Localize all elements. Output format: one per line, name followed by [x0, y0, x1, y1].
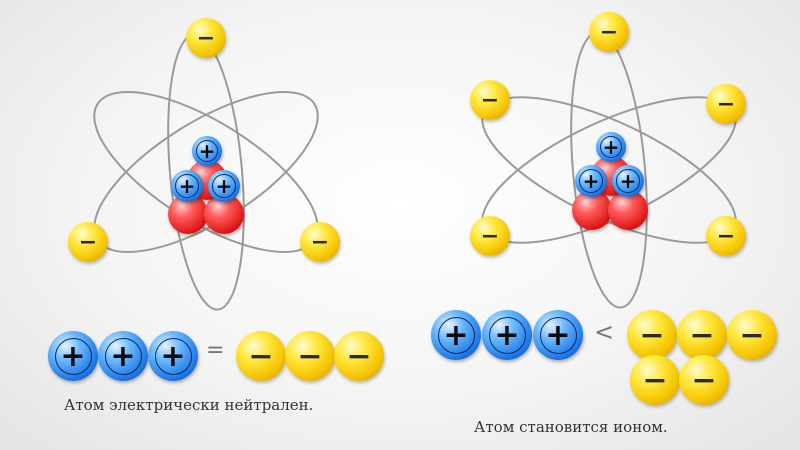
electron-charge: −	[677, 310, 727, 360]
minus-sign: −	[642, 362, 668, 398]
plus-sign: +	[602, 135, 620, 159]
minus-sign: −	[480, 223, 500, 249]
equals-sign: =	[206, 338, 225, 363]
minus-sign: −	[716, 91, 736, 117]
electron: −	[470, 216, 510, 256]
proton: +	[575, 165, 607, 197]
plus-sign: +	[215, 174, 233, 198]
plus-sign: +	[443, 317, 469, 353]
plus-sign: +	[160, 338, 186, 374]
plus-sign: +	[494, 317, 520, 353]
plus-sign: +	[198, 139, 216, 163]
minus-sign: −	[691, 362, 717, 398]
electron-charge: −	[285, 331, 335, 381]
minus-sign: −	[310, 229, 330, 255]
proton-charge: +	[48, 331, 98, 381]
electron: −	[706, 84, 746, 124]
minus-sign: −	[716, 223, 736, 249]
minus-sign: −	[689, 317, 715, 353]
plus-sign: +	[619, 169, 637, 193]
right-caption: Атом становится ионом.	[474, 418, 668, 436]
electron-charge: −	[627, 310, 677, 360]
minus-sign: −	[196, 25, 216, 51]
proton: +	[192, 136, 222, 166]
proton: +	[208, 170, 240, 202]
electron: −	[589, 12, 629, 52]
electron: −	[68, 222, 108, 262]
electron: −	[706, 216, 746, 256]
plus-sign: +	[178, 174, 196, 198]
plus-sign: +	[110, 338, 136, 374]
left-caption: Атом электрически нейтрален.	[64, 396, 314, 414]
minus-sign: −	[248, 338, 274, 374]
proton-charge: +	[482, 310, 532, 360]
electron-charge: −	[727, 310, 777, 360]
minus-sign: −	[480, 87, 500, 113]
proton: +	[171, 170, 203, 202]
electron: −	[300, 222, 340, 262]
electron: −	[186, 18, 226, 58]
proton-charge: +	[98, 331, 148, 381]
plus-sign: +	[582, 169, 600, 193]
minus-sign: −	[346, 338, 372, 374]
plus-sign: +	[60, 338, 86, 374]
proton: +	[596, 132, 626, 162]
proton: +	[612, 165, 644, 197]
minus-sign: −	[599, 19, 619, 45]
proton-charge: +	[431, 310, 481, 360]
minus-sign: −	[639, 317, 665, 353]
plus-sign: +	[545, 317, 571, 353]
proton-charge: +	[533, 310, 583, 360]
electron-charge: −	[679, 355, 729, 405]
minus-sign: −	[78, 229, 98, 255]
less-than-sign: <	[594, 318, 615, 346]
minus-sign: −	[739, 317, 765, 353]
electron-charge: −	[630, 355, 680, 405]
electron: −	[470, 80, 510, 120]
minus-sign: −	[297, 338, 323, 374]
electron-charge: −	[334, 331, 384, 381]
proton-charge: +	[148, 331, 198, 381]
electron-charge: −	[236, 331, 286, 381]
